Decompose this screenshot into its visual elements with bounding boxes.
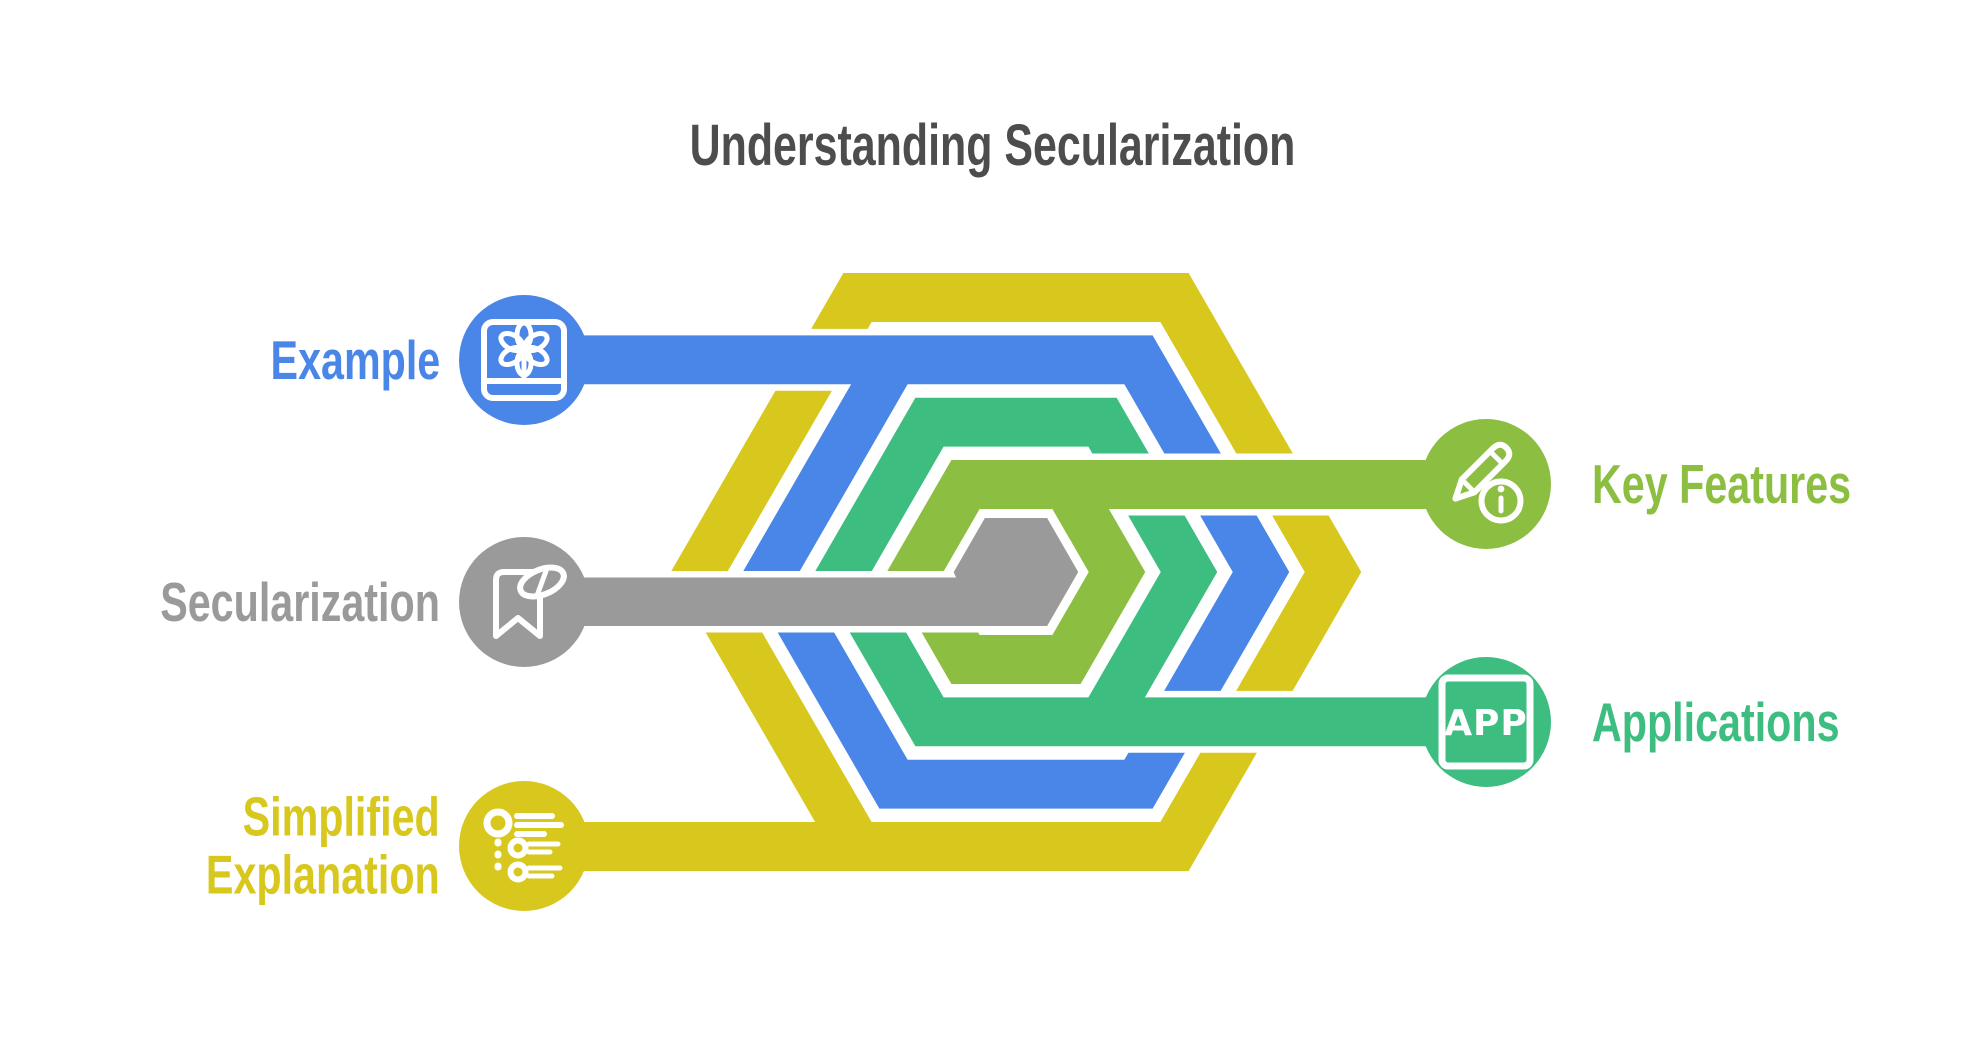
label-secularization: Secularization — [160, 570, 440, 633]
bookmark-hidden-icon — [493, 564, 567, 639]
label-simplified-line2: Explanation — [206, 844, 440, 906]
label-key-features: Key Features — [1592, 452, 1852, 515]
bullet-list-icon — [483, 808, 564, 883]
app-badge-text: APP — [1444, 703, 1528, 744]
hex-center-secularization — [520, 511, 1086, 633]
node-circle-applications — [1421, 657, 1551, 787]
label-example: Example — [270, 328, 440, 391]
flower-board-icon — [481, 319, 567, 401]
page-title: Understanding Secularization — [689, 113, 1296, 178]
label-simplified-line1: Simplified — [242, 785, 440, 848]
app-badge-icon: APP — [1438, 674, 1534, 770]
label-simplified-explanation: Simplified Explanation — [206, 785, 440, 906]
node-group-secularization — [459, 511, 1086, 667]
node-group-example — [459, 295, 1297, 816]
label-applications: Applications — [1592, 690, 1840, 753]
pencil-info-icon — [1452, 441, 1524, 524]
